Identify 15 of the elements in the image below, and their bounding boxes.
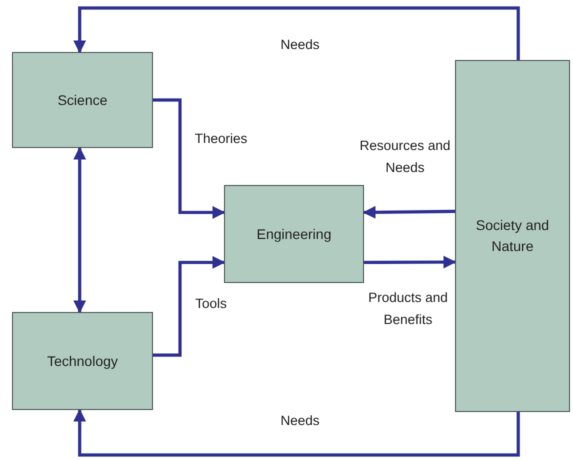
box-label: Society and Nature <box>474 216 550 256</box>
arrow <box>364 256 456 268</box>
box-label: Engineering <box>256 224 332 244</box>
arrow <box>73 146 86 314</box>
arrow <box>73 408 520 457</box>
process-box <box>12 52 153 148</box>
process-box <box>12 312 153 410</box>
arrow <box>362 206 456 219</box>
process-box <box>224 185 364 283</box>
arrow <box>153 256 226 357</box>
process-box <box>455 60 570 412</box>
box-label: Technology <box>47 352 118 371</box>
box-label: Science <box>58 90 108 110</box>
arrow <box>153 98 226 219</box>
arrow <box>73 6 520 60</box>
